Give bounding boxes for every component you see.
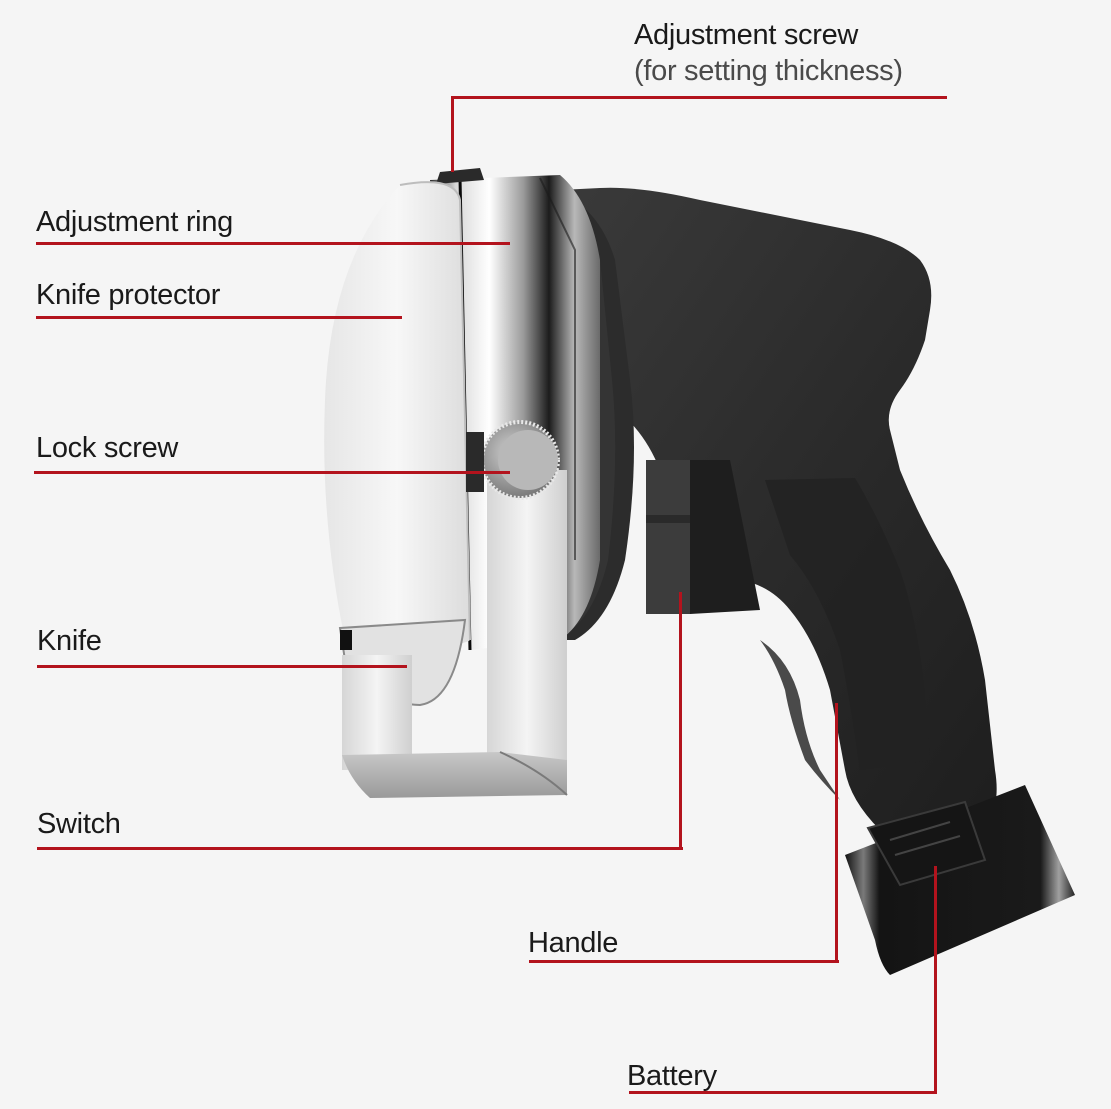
leader-line-handle-h bbox=[529, 960, 839, 963]
leader-line-adjustment-screw-h bbox=[451, 96, 947, 99]
leader-line-switch-v bbox=[679, 592, 682, 850]
leader-line-adjustment-ring bbox=[36, 242, 510, 245]
leader-line-lock-screw bbox=[34, 471, 510, 474]
label-knife: Knife bbox=[37, 625, 102, 657]
label-knife-protector: Knife protector bbox=[36, 279, 221, 311]
label-adjustment-screw: Adjustment screw bbox=[634, 19, 859, 51]
leader-line-battery-h bbox=[629, 1091, 937, 1094]
label-adjustment-screw-subtext: (for setting thickness) bbox=[634, 55, 903, 87]
label-battery: Battery bbox=[627, 1060, 717, 1092]
leader-line-switch-h bbox=[37, 847, 683, 850]
leader-line-knife-protector bbox=[36, 316, 402, 319]
leader-line-battery-v bbox=[934, 866, 937, 1094]
label-lock-screw: Lock screw bbox=[36, 432, 179, 464]
leader-line-handle-v bbox=[835, 703, 838, 963]
leader-line-adjustment-screw-v bbox=[451, 96, 454, 172]
leader-line-knife bbox=[37, 665, 407, 668]
label-switch: Switch bbox=[37, 808, 121, 840]
label-adjustment-ring: Adjustment ring bbox=[36, 206, 233, 238]
label-handle: Handle bbox=[528, 927, 619, 959]
